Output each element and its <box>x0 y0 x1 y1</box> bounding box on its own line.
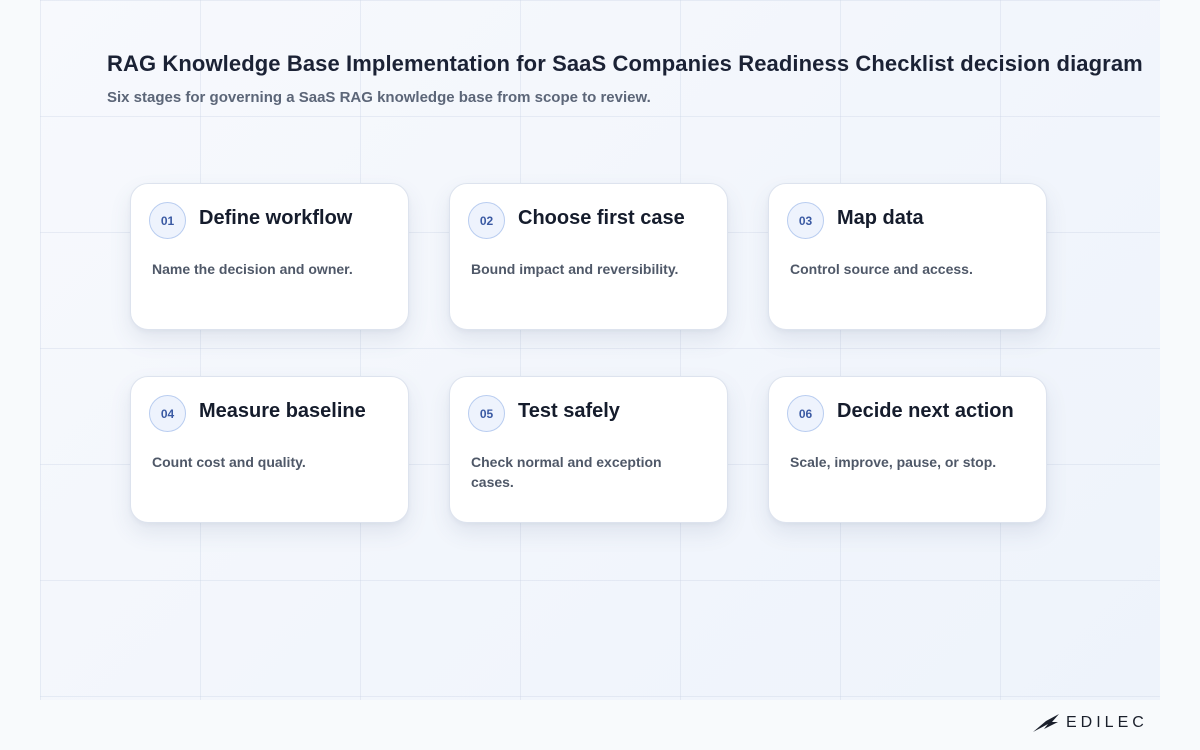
stage-description: Count cost and quality. <box>152 454 306 470</box>
diagram-title: RAG Knowledge Base Implementation for Sa… <box>107 51 1143 76</box>
stage-card-map-data: 03 Map data Control source and access. <box>768 183 1047 330</box>
stage-number-badge: 03 <box>787 202 824 239</box>
stage-card-test-safely: 05 Test safely Check normal and exceptio… <box>449 376 728 523</box>
stage-card-decide-next-action: 06 Decide next action Scale, improve, pa… <box>768 376 1047 523</box>
stage-title: Map data <box>837 207 924 229</box>
diagram-subtitle: Six stages for governing a SaaS RAG know… <box>107 89 651 106</box>
stage-description: Check normal and exception cases. <box>471 454 662 490</box>
stage-card-define-workflow: 01 Define workflow Name the decision and… <box>130 183 409 330</box>
stage-number-badge: 04 <box>149 395 186 432</box>
stage-number-badge: 01 <box>149 202 186 239</box>
stage-description: Scale, improve, pause, or stop. <box>790 454 997 470</box>
stage-description: Name the decision and owner. <box>152 261 353 277</box>
stage-title: Decide next action <box>837 400 1014 422</box>
stage-description: Control source and access. <box>790 261 973 277</box>
stage-title: Measure baseline <box>199 400 366 422</box>
edilec-logo-icon <box>1033 714 1059 732</box>
stage-description: Bound impact and reversibility. <box>471 261 679 277</box>
brand-name: EDILEC <box>1066 714 1148 731</box>
diagram-canvas <box>40 0 1160 700</box>
stage-number-badge: 06 <box>787 395 824 432</box>
edilec-logo: EDILEC <box>1032 711 1148 735</box>
stage-title: Choose first case <box>518 207 685 229</box>
stage-number-badge: 05 <box>468 395 505 432</box>
stage-number-badge: 02 <box>468 202 505 239</box>
stage-card-measure-baseline: 04 Measure baseline Count cost and quali… <box>130 376 409 523</box>
stage-title: Define workflow <box>199 207 353 229</box>
stage-title: Test safely <box>518 400 620 422</box>
stage-card-choose-first-case: 02 Choose first case Bound impact and re… <box>449 183 728 330</box>
